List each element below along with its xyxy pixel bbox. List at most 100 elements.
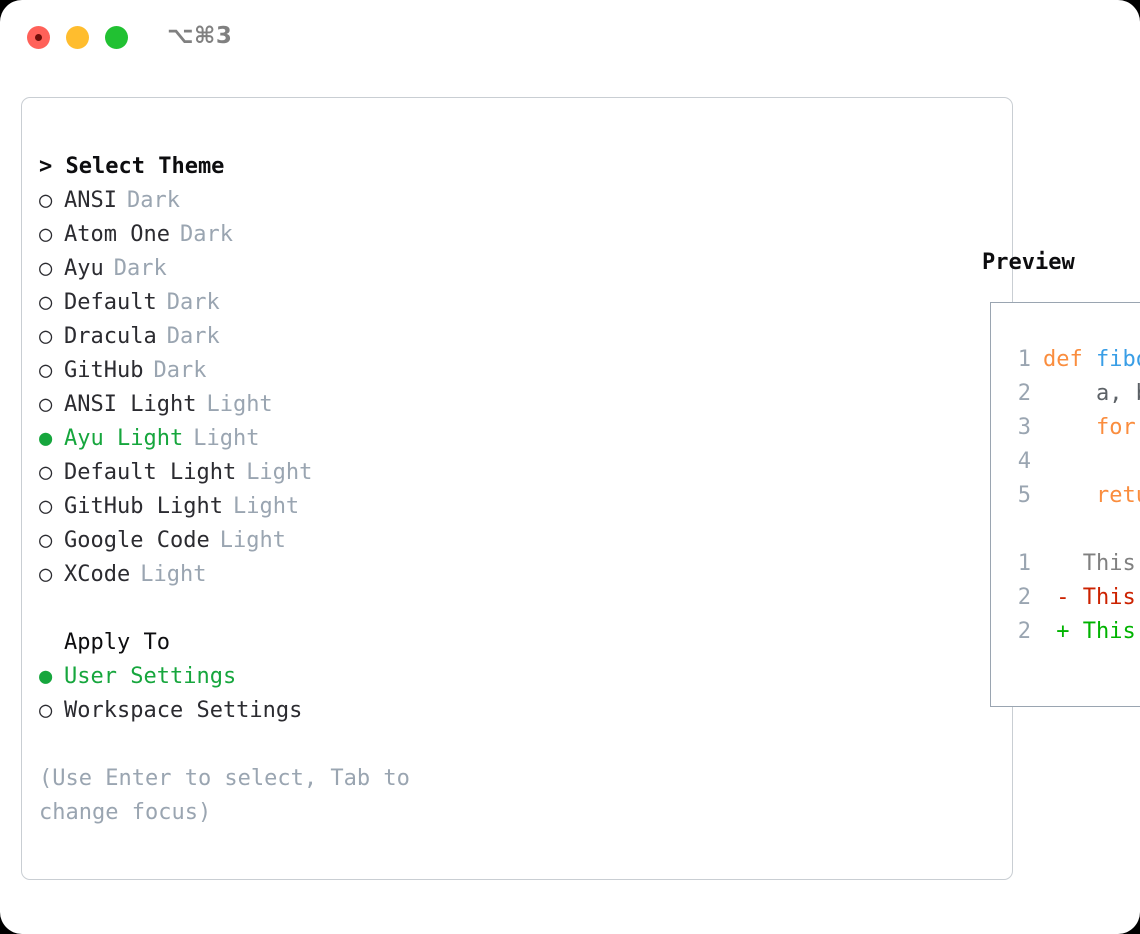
radio-unselected-icon: ○ bbox=[39, 528, 53, 553]
code-token-del: - This line was deleted. bbox=[1056, 585, 1136, 610]
radio-selected-icon: ● bbox=[39, 426, 53, 451]
title-bar: ⌥⌘3 bbox=[0, 0, 1140, 76]
apply-to-option-1[interactable]: ○ Workspace Settings bbox=[39, 694, 502, 728]
code-token-fn: fibonacci bbox=[1095, 347, 1140, 372]
keyboard-hint-text: (Use Enter to select, Tab to change focu… bbox=[39, 766, 424, 825]
theme-option-tag: Dark bbox=[113, 256, 167, 281]
diff-line-1: 2 - This line was deleted. bbox=[1005, 581, 1140, 615]
theme-option-tag: Dark bbox=[153, 358, 207, 383]
theme-option-tag: Light bbox=[232, 494, 300, 519]
theme-option-8[interactable]: ○ Default Light Light bbox=[39, 456, 502, 490]
theme-option-label: Atom One bbox=[64, 222, 170, 247]
code-line-1: 2 a, b = 0, 1 bbox=[1005, 377, 1140, 411]
apply-to-option-label: Workspace Settings bbox=[64, 698, 303, 723]
radio-unselected-icon: ○ bbox=[39, 358, 53, 383]
radio-unselected-icon: ○ bbox=[39, 222, 53, 247]
code-line-4: 5 return a bbox=[1005, 479, 1140, 513]
theme-option-3[interactable]: ○ Default Dark bbox=[39, 286, 502, 320]
theme-option-0[interactable]: ○ ANSI Dark bbox=[39, 184, 502, 218]
radio-unselected-icon: ○ bbox=[39, 562, 53, 587]
line-number: 3 bbox=[1017, 415, 1031, 440]
theme-option-tag: Dark bbox=[126, 188, 180, 213]
code-token-kw: for bbox=[1095, 415, 1136, 440]
code-token-pln: a, b = b, a + b bbox=[1043, 449, 1140, 474]
theme-option-label: ANSI Light bbox=[64, 392, 197, 417]
zoom-button[interactable] bbox=[105, 26, 128, 49]
theme-option-tag: Dark bbox=[166, 290, 220, 315]
section-spacer bbox=[39, 592, 502, 626]
radio-unselected-icon: ○ bbox=[39, 290, 53, 315]
theme-option-label: GitHub bbox=[64, 358, 144, 383]
theme-option-1[interactable]: ○ Atom One Dark bbox=[39, 218, 502, 252]
theme-option-label: ANSI bbox=[64, 188, 117, 213]
code-line-2: 3 for _ in range(n): bbox=[1005, 411, 1140, 445]
radio-unselected-icon: ○ bbox=[39, 324, 53, 349]
apply-to-title: Apply To bbox=[64, 630, 170, 655]
diff-line-0: 1 This is a context line. bbox=[1005, 547, 1140, 581]
theme-option-tag: Light bbox=[206, 392, 273, 417]
theme-option-tag: Dark bbox=[179, 222, 233, 247]
select-theme-title: > Select Theme bbox=[39, 154, 225, 179]
code-token-kw: def bbox=[1043, 347, 1096, 372]
preview-heading: Preview bbox=[982, 250, 1075, 275]
code-token-pln: _ bbox=[1136, 415, 1140, 440]
radio-selected-icon: ● bbox=[39, 664, 53, 689]
theme-option-label: Google Code bbox=[64, 528, 210, 553]
line-number: 2 bbox=[1017, 585, 1031, 610]
code-token-pln bbox=[1043, 483, 1096, 508]
theme-option-label: Dracula bbox=[64, 324, 157, 349]
theme-option-4[interactable]: ○ Dracula Dark bbox=[39, 320, 502, 354]
theme-option-tag: Light bbox=[246, 460, 313, 485]
theme-option-label: Ayu Light bbox=[64, 426, 184, 451]
theme-option-tag: Dark bbox=[166, 324, 220, 349]
theme-option-11[interactable]: ○ XCode Light bbox=[39, 558, 502, 592]
theme-option-10[interactable]: ○ Google Code Light bbox=[39, 524, 502, 558]
theme-option-label: GitHub Light bbox=[64, 494, 223, 519]
line-number: 4 bbox=[1017, 449, 1031, 474]
radio-unselected-icon: ○ bbox=[39, 392, 53, 417]
code-token-pln: a, b = bbox=[1095, 381, 1140, 406]
theme-option-label: XCode bbox=[64, 562, 131, 587]
theme-option-label: Ayu bbox=[64, 256, 104, 281]
traffic-lights bbox=[27, 26, 128, 49]
theme-option-label: Default Light bbox=[64, 460, 237, 485]
theme-option-tag: Light bbox=[193, 426, 260, 451]
line-number: 1 bbox=[1017, 551, 1031, 576]
theme-option-tag: Light bbox=[140, 562, 207, 587]
radio-unselected-icon: ○ bbox=[39, 188, 53, 213]
code-blank-line bbox=[1005, 513, 1140, 547]
theme-option-6[interactable]: ○ ANSI Light Light bbox=[39, 388, 502, 422]
line-number: 5 bbox=[1017, 483, 1031, 508]
diff-line-2: 2 + This line was added. bbox=[1005, 615, 1140, 649]
radio-unselected-icon: ○ bbox=[39, 460, 53, 485]
code-token-ctx: This is a context line. bbox=[1082, 551, 1136, 576]
code-line-3: 4 a, b = b, a + b bbox=[1005, 445, 1140, 479]
line-number: 1 bbox=[1017, 347, 1031, 372]
theme-option-5[interactable]: ○ GitHub Dark bbox=[39, 354, 502, 388]
code-token-pln bbox=[1043, 415, 1096, 440]
line-number: 2 bbox=[1017, 381, 1031, 406]
line-number: 2 bbox=[1017, 619, 1031, 644]
radio-unselected-icon: ○ bbox=[39, 256, 53, 281]
theme-option-7[interactable]: ● Ayu Light Light bbox=[39, 422, 502, 456]
close-button[interactable] bbox=[27, 26, 50, 49]
code-token-add: + This line was added. bbox=[1056, 619, 1136, 644]
theme-option-tag: Light bbox=[219, 528, 286, 553]
theme-option-2[interactable]: ○ Ayu Dark bbox=[39, 252, 502, 286]
code-token-kw: return bbox=[1095, 483, 1140, 508]
minimize-button[interactable] bbox=[66, 26, 89, 49]
apply-to-option-label: User Settings bbox=[64, 664, 237, 689]
theme-option-label: Default bbox=[64, 290, 157, 315]
radio-unselected-icon: ○ bbox=[39, 698, 53, 723]
apply-to-option-0[interactable]: ● User Settings bbox=[39, 660, 502, 694]
apply-to-option-list: ● User Settings ○ Workspace Settings bbox=[39, 660, 502, 728]
